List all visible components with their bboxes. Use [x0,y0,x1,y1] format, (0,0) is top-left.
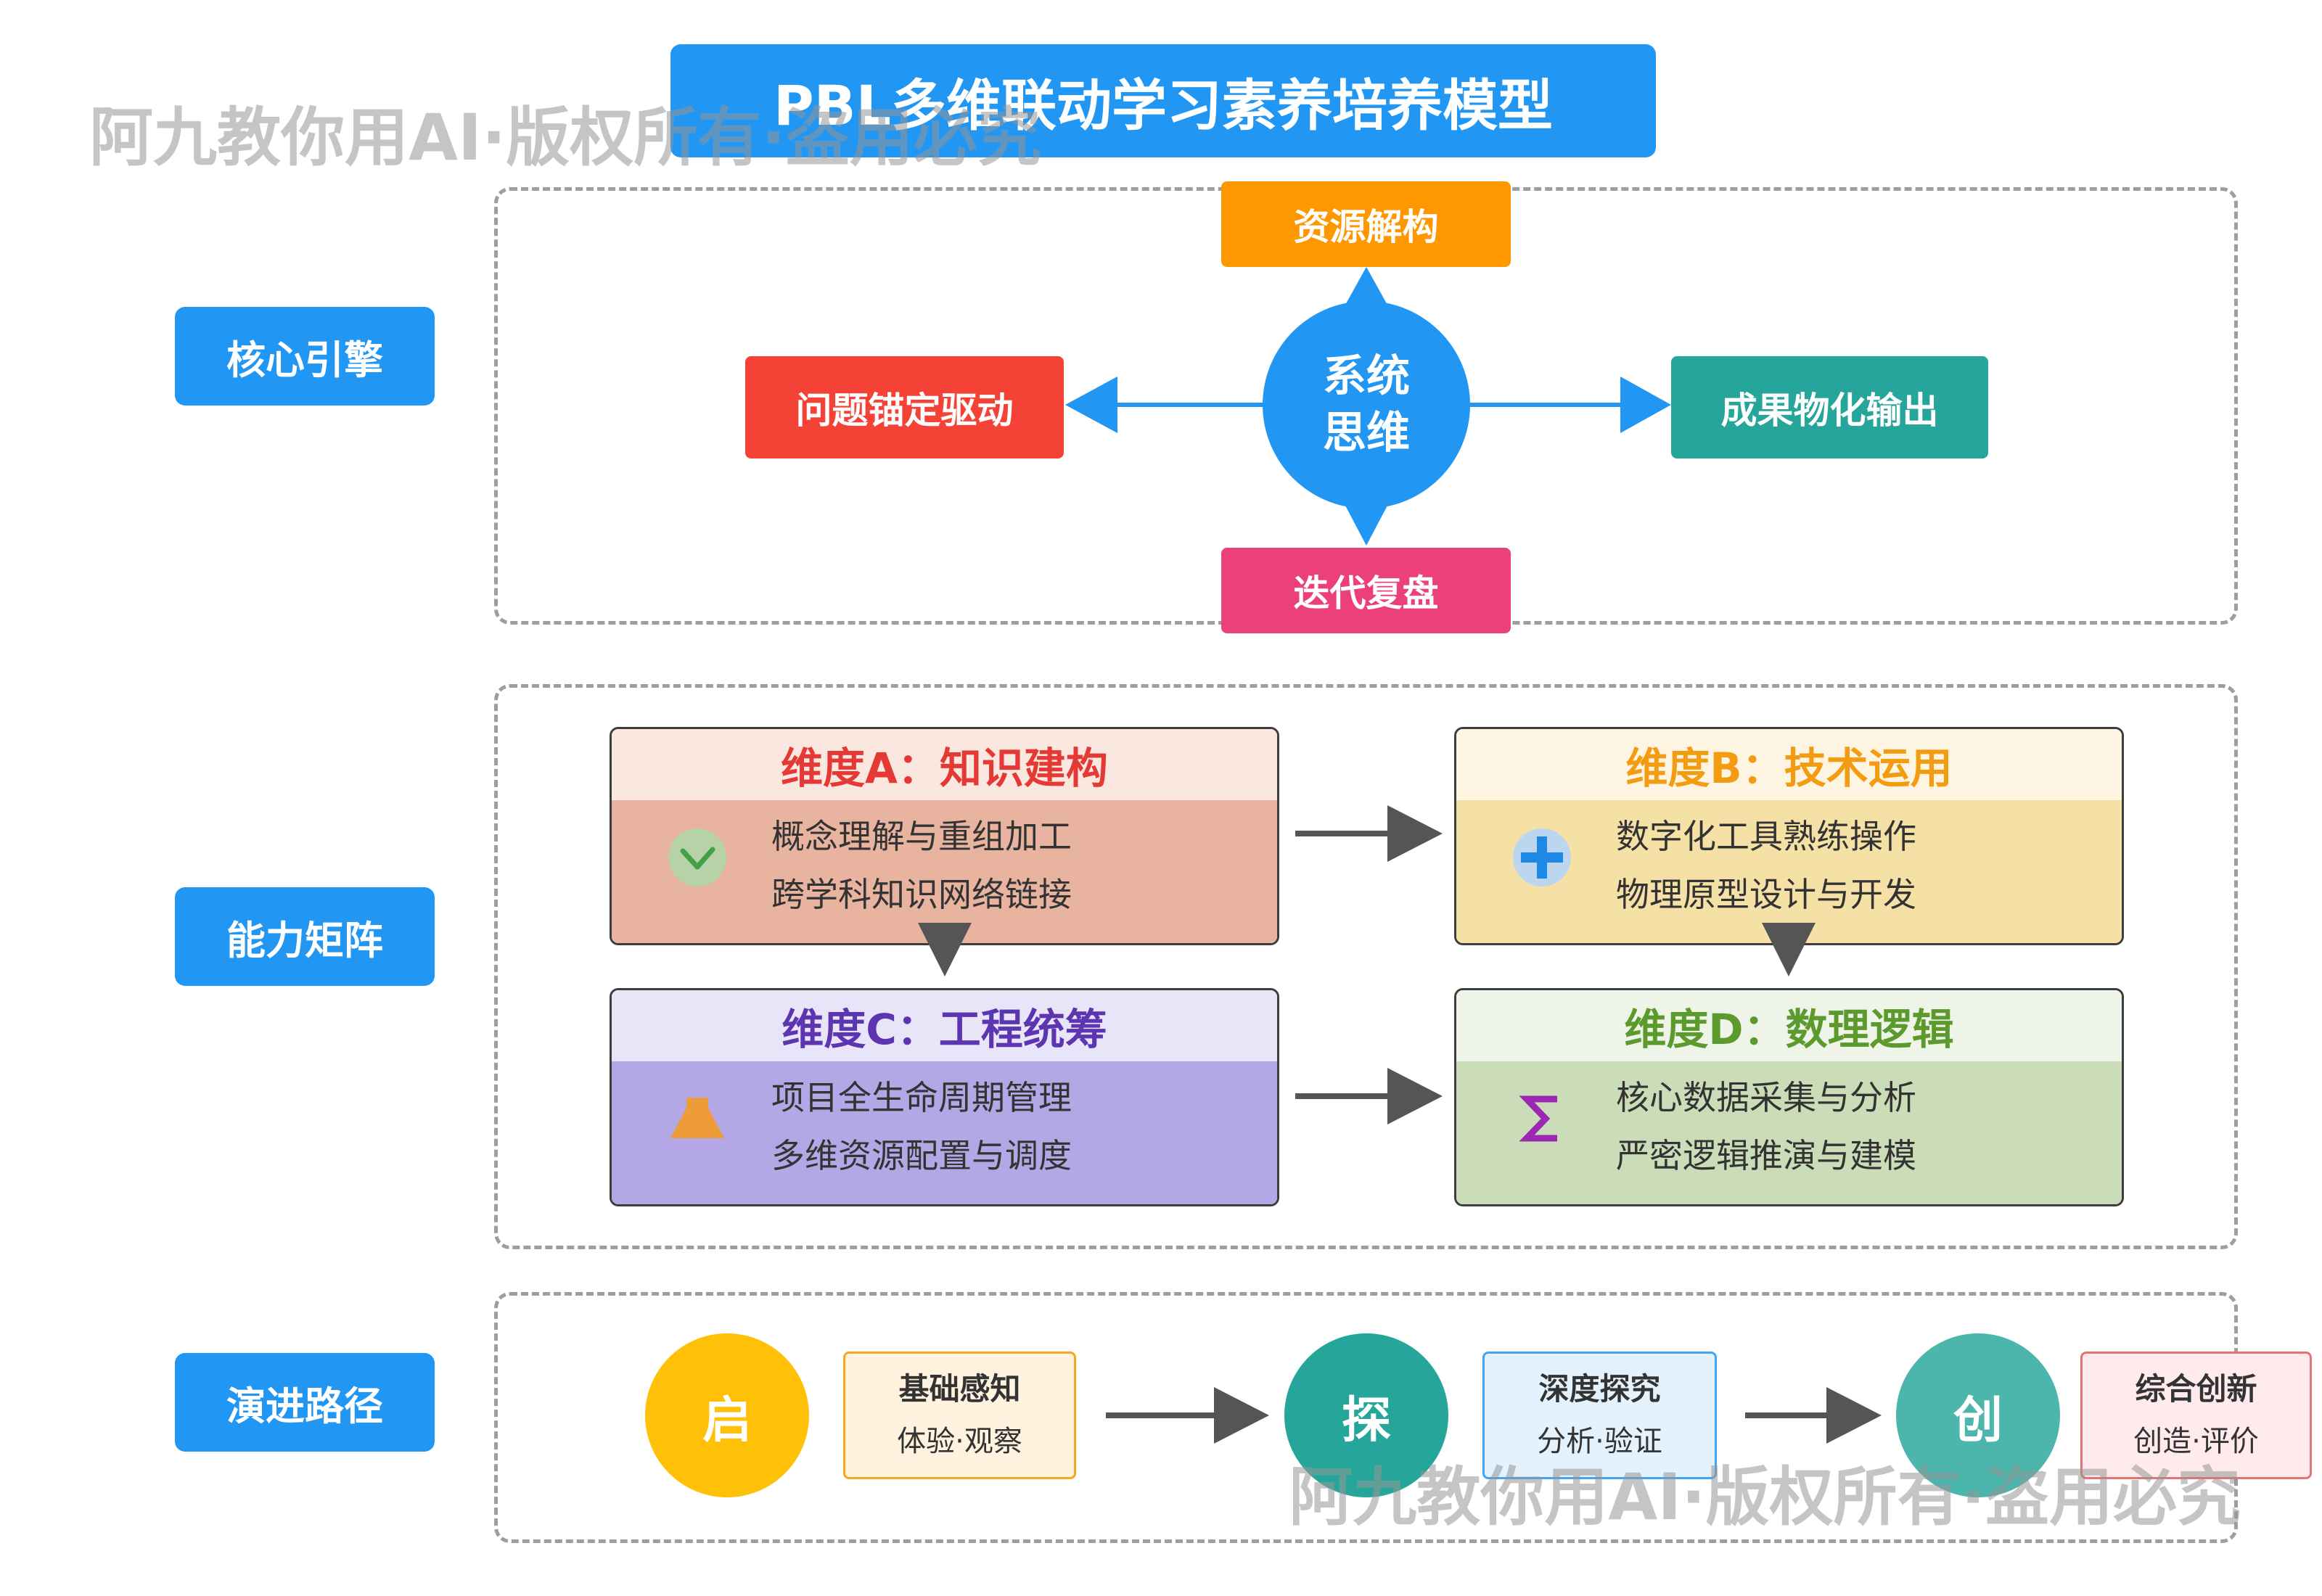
resource-deconstruct-box: 资源解构 [1221,181,1511,267]
dimension-b-title: 维度B：技术运用 [1625,744,1953,793]
dimension-a-header: 维度A：知识建构 [612,729,1277,800]
stage-2-title: 深度探究 [1538,1371,1661,1407]
stage-circle-inspire: 启 [645,1333,809,1497]
dimension-d-title: 维度D：数理逻辑 [1624,1005,1954,1054]
dimension-d-body: 核心数据采集与分析 严密逻辑推演与建模 [1456,1061,2122,1204]
stage-box-deep-inquiry: 深度探究 分析·验证 [1482,1352,1717,1479]
watermark-bottom: 阿九教你用AI·版权所有·盗用必究 [1289,1460,2241,1534]
dimension-card-c: 维度C：工程统筹 项目全生命周期管理 多维资源配置与调度 [610,988,1279,1206]
check-circle-icon [668,828,726,887]
dimension-d-item-2: 严密逻辑推演与建模 [1616,1136,1916,1175]
dimension-c-title: 维度C：工程统筹 [781,1005,1107,1054]
stage-3-subtitle: 创造·评价 [2133,1425,2259,1458]
dimension-d-item-1: 核心数据采集与分析 [1616,1078,1916,1117]
stage-1-subtitle: 体验·观察 [897,1425,1022,1458]
dimension-a-item-1: 概念理解与重组加工 [771,817,1072,856]
stage-1-title: 基础感知 [898,1371,1021,1407]
lamp-icon-shape [670,1098,724,1138]
dimension-c-item-2: 多维资源配置与调度 [771,1136,1072,1175]
output-materialize-box: 成果物化输出 [1671,356,1988,458]
stage-circle-create: 创 [1896,1333,2060,1497]
check-icon-bg [668,828,726,887]
systems-thinking-circle: 系统 思维 [1263,301,1470,509]
dimension-a-body: 概念理解与重组加工 跨学科知识网络链接 [612,800,1277,943]
stage-3-title: 综合创新 [2135,1371,2257,1407]
iteration-review-box: 迭代复盘 [1221,548,1511,633]
section-label-evolution-path: 演进路径 [175,1353,435,1452]
dimension-c-item-1: 项目全生命周期管理 [771,1078,1072,1117]
sigma-icon [1519,1095,1557,1142]
stage-circle-explore: 探 [1284,1333,1448,1497]
core-circle-line-1: 系统 [1323,351,1410,402]
section-label-ability-matrix: 能力矩阵 [175,887,435,986]
dimension-d-header: 维度D：数理逻辑 [1456,990,2122,1061]
stage-2-subtitle: 分析·验证 [1537,1425,1662,1458]
dimension-card-a: 维度A：知识建构 概念理解与重组加工 跨学科知识网络链接 [610,727,1279,945]
dimension-a-item-2: 跨学科知识网络链接 [771,875,1072,914]
sigma-icon-stroke [1519,1095,1557,1142]
ability-matrix-frame [494,684,2238,1249]
stage-box-integrated-innovation: 综合创新 创造·评价 [2080,1352,2312,1479]
dimension-card-d: 维度D：数理逻辑 核心数据采集与分析 严密逻辑推演与建模 [1454,988,2124,1206]
core-circle-line-2: 思维 [1323,408,1410,458]
dimension-c-header: 维度C：工程统筹 [612,990,1277,1061]
plus-circle-icon [1513,828,1571,887]
lamp-icon [670,1098,724,1138]
dimension-b-body: 数字化工具熟练操作 物理原型设计与开发 [1456,800,2122,943]
dimension-b-item-2: 物理原型设计与开发 [1616,875,1916,914]
dimension-c-body: 项目全生命周期管理 多维资源配置与调度 [612,1061,1277,1204]
diagram-title: PBL多维联动学习素养培养模型 [670,44,1656,157]
plus-icon-vertical [1537,836,1547,879]
watermark-top: 阿九教你用AI·版权所有·盗用必究 [89,100,1041,175]
dimension-card-b: 维度B：技术运用 数字化工具熟练操作 物理原型设计与开发 [1454,727,2124,945]
dimension-b-item-1: 数字化工具熟练操作 [1616,817,1916,856]
section-label-core-engine: 核心引擎 [175,307,435,406]
dimension-a-title: 维度A：知识建构 [781,744,1108,793]
dimension-b-header: 维度B：技术运用 [1456,729,2122,800]
stage-box-basic-perception: 基础感知 体验·观察 [843,1352,1076,1479]
problem-anchor-box: 问题锚定驱动 [745,356,1064,458]
check-icon-mark [680,847,715,870]
